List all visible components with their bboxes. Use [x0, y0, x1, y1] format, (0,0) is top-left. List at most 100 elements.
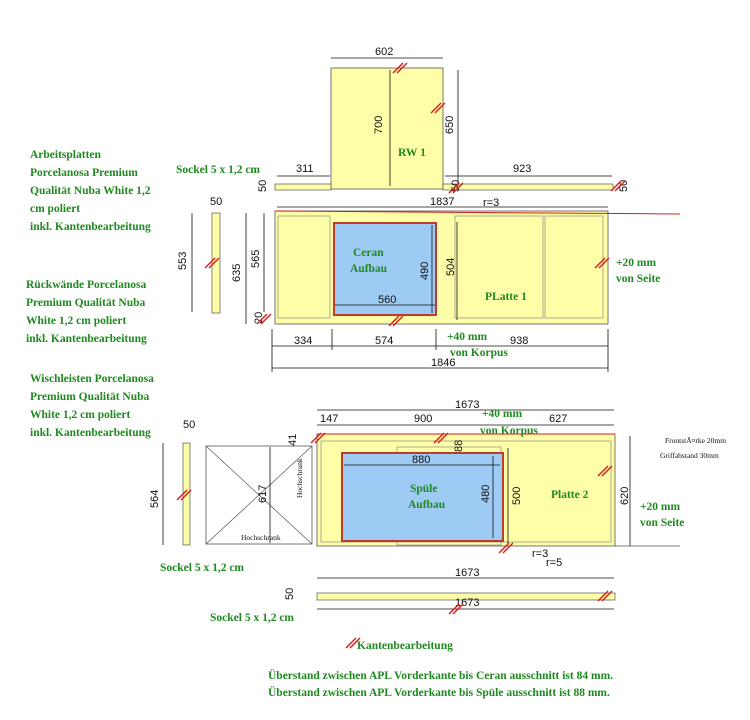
edge-mark: [204, 257, 216, 269]
tall-cabinet-label: Hochschrank: [241, 533, 281, 542]
edge-mark: [392, 62, 404, 74]
dim-900: 900: [414, 413, 432, 425]
dim-565: 565: [250, 250, 262, 268]
edge-mark: [176, 489, 188, 501]
edge-mark: [208, 257, 220, 269]
griff-label: Griffabstand 30mm: [660, 451, 719, 460]
dim-938: 938: [510, 335, 528, 347]
dim-553: 553: [177, 252, 189, 270]
ceran-label-2: Aufbau: [350, 263, 388, 275]
dim-1673a: 1673: [455, 399, 479, 411]
ceran-label-1: Ceran: [353, 247, 384, 259]
wischleiste-right: [442, 183, 614, 191]
edge-mark: [256, 313, 268, 325]
note-arbeitsplatten: Arbeitsplatten Porcelanosa Premium Quali…: [30, 149, 151, 233]
platte-1-cabinet-b: [544, 215, 604, 319]
r5-label: r=5: [546, 557, 562, 569]
plus40-label-1: +40 mm: [447, 331, 488, 343]
edge-mark: [598, 257, 610, 269]
dim-334: 334: [294, 335, 312, 347]
r3-bottom-label: r=3: [532, 548, 548, 560]
dim-627: 627: [549, 413, 567, 425]
dim-504: 504: [445, 258, 457, 276]
edge-mark: [260, 313, 272, 325]
edge-mark: [610, 180, 622, 192]
spuele-label-1: Spüle: [410, 483, 438, 495]
vonseite-label-2: von Seite: [640, 517, 684, 529]
dim-88: 88: [453, 440, 465, 452]
edge-mark: [448, 603, 460, 615]
edge-mark: [452, 182, 464, 194]
backwall-rw1-label: RW 1: [398, 147, 426, 159]
wischleiste-left: [274, 183, 332, 191]
dim-311: 311: [296, 163, 314, 175]
dim-50c: 50: [618, 180, 630, 192]
backwall-rw1: [330, 67, 444, 190]
sockel-left-strip: [211, 212, 221, 314]
note-rueckwaende: Rückwände Porcelanosa Premium Qualität N…: [26, 279, 147, 345]
dim-1837: 1837: [430, 196, 454, 208]
dim-1673b: 1673: [455, 567, 479, 579]
vonkorpus-label-2: von Korpus: [480, 425, 538, 437]
dim-923: 923: [513, 163, 531, 175]
sockel-label-mid: Sockel 5 x 1,2 cm: [160, 562, 244, 574]
dim-490: 490: [419, 262, 431, 280]
edge-marks: [176, 62, 626, 649]
edge-mark: [502, 542, 514, 554]
dim-635: 635: [231, 264, 243, 282]
edge-mark: [430, 102, 442, 114]
dim-700: 700: [373, 116, 385, 134]
dim-620: 620: [619, 487, 631, 505]
ceran-cutout: [333, 222, 437, 316]
note-wischleisten: Wischleisten Porcelanosa Premium Qualitä…: [30, 373, 154, 439]
platte-1: [274, 210, 609, 325]
edge-mark: [448, 182, 460, 194]
dim-20: 20: [253, 312, 265, 324]
platte-1-cabinet-a: [277, 215, 331, 319]
edge-mark: [396, 62, 408, 74]
dim-564: 564: [149, 490, 161, 508]
edge-mark: [601, 590, 613, 602]
edge-mark: [345, 637, 357, 649]
vonkorpus-label-1: von Korpus: [450, 347, 508, 359]
plus20-label-1: +20 mm: [616, 257, 657, 269]
edge-mark: [594, 257, 606, 269]
dim-650: 650: [444, 116, 456, 134]
edge-mark: [498, 542, 510, 554]
edge-mark: [349, 637, 361, 649]
edge-mark: [433, 432, 445, 444]
edge-mark: [314, 432, 326, 444]
edge-mark: [434, 102, 446, 114]
edge-mark: [601, 465, 613, 477]
sockel-bottom-strip: [316, 592, 616, 601]
edge-mark: [437, 432, 449, 444]
platte-2-label: Platte 2: [551, 489, 589, 501]
dim-500: 500: [511, 487, 523, 505]
dim-617: 617: [257, 485, 269, 503]
dim-480: 480: [480, 485, 492, 503]
platte-1-back-edge: [274, 210, 681, 215]
dim-1673c: 1673: [455, 597, 479, 609]
dim-602: 602: [375, 46, 393, 58]
edge-mark: [452, 603, 464, 615]
fronts-label: FrontstÃ¤rke 20mm: [665, 435, 726, 445]
edge-mark: [310, 432, 322, 444]
edge-mark: [180, 489, 192, 501]
legend-kanten: Kantenbearbeitung: [357, 640, 453, 652]
edge-mark: [614, 180, 626, 192]
edge-mark: [597, 465, 609, 477]
dim-50f: 50: [284, 588, 296, 600]
edge-mark: [392, 315, 404, 327]
edge-mark: [388, 315, 400, 327]
dim-147: 147: [320, 413, 338, 425]
spuele-label-2: Aufbau: [408, 499, 446, 511]
dim-50a: 50: [257, 180, 269, 192]
dim-560: 560: [378, 294, 396, 306]
plus40-label-2: +40 mm: [482, 408, 523, 420]
dim-41: 41: [287, 434, 299, 446]
edge-mark: [597, 590, 609, 602]
sockel-label-bottom: Sockel 5 x 1,2 cm: [210, 612, 294, 624]
platte-1-label: PLatte 1: [485, 291, 527, 303]
